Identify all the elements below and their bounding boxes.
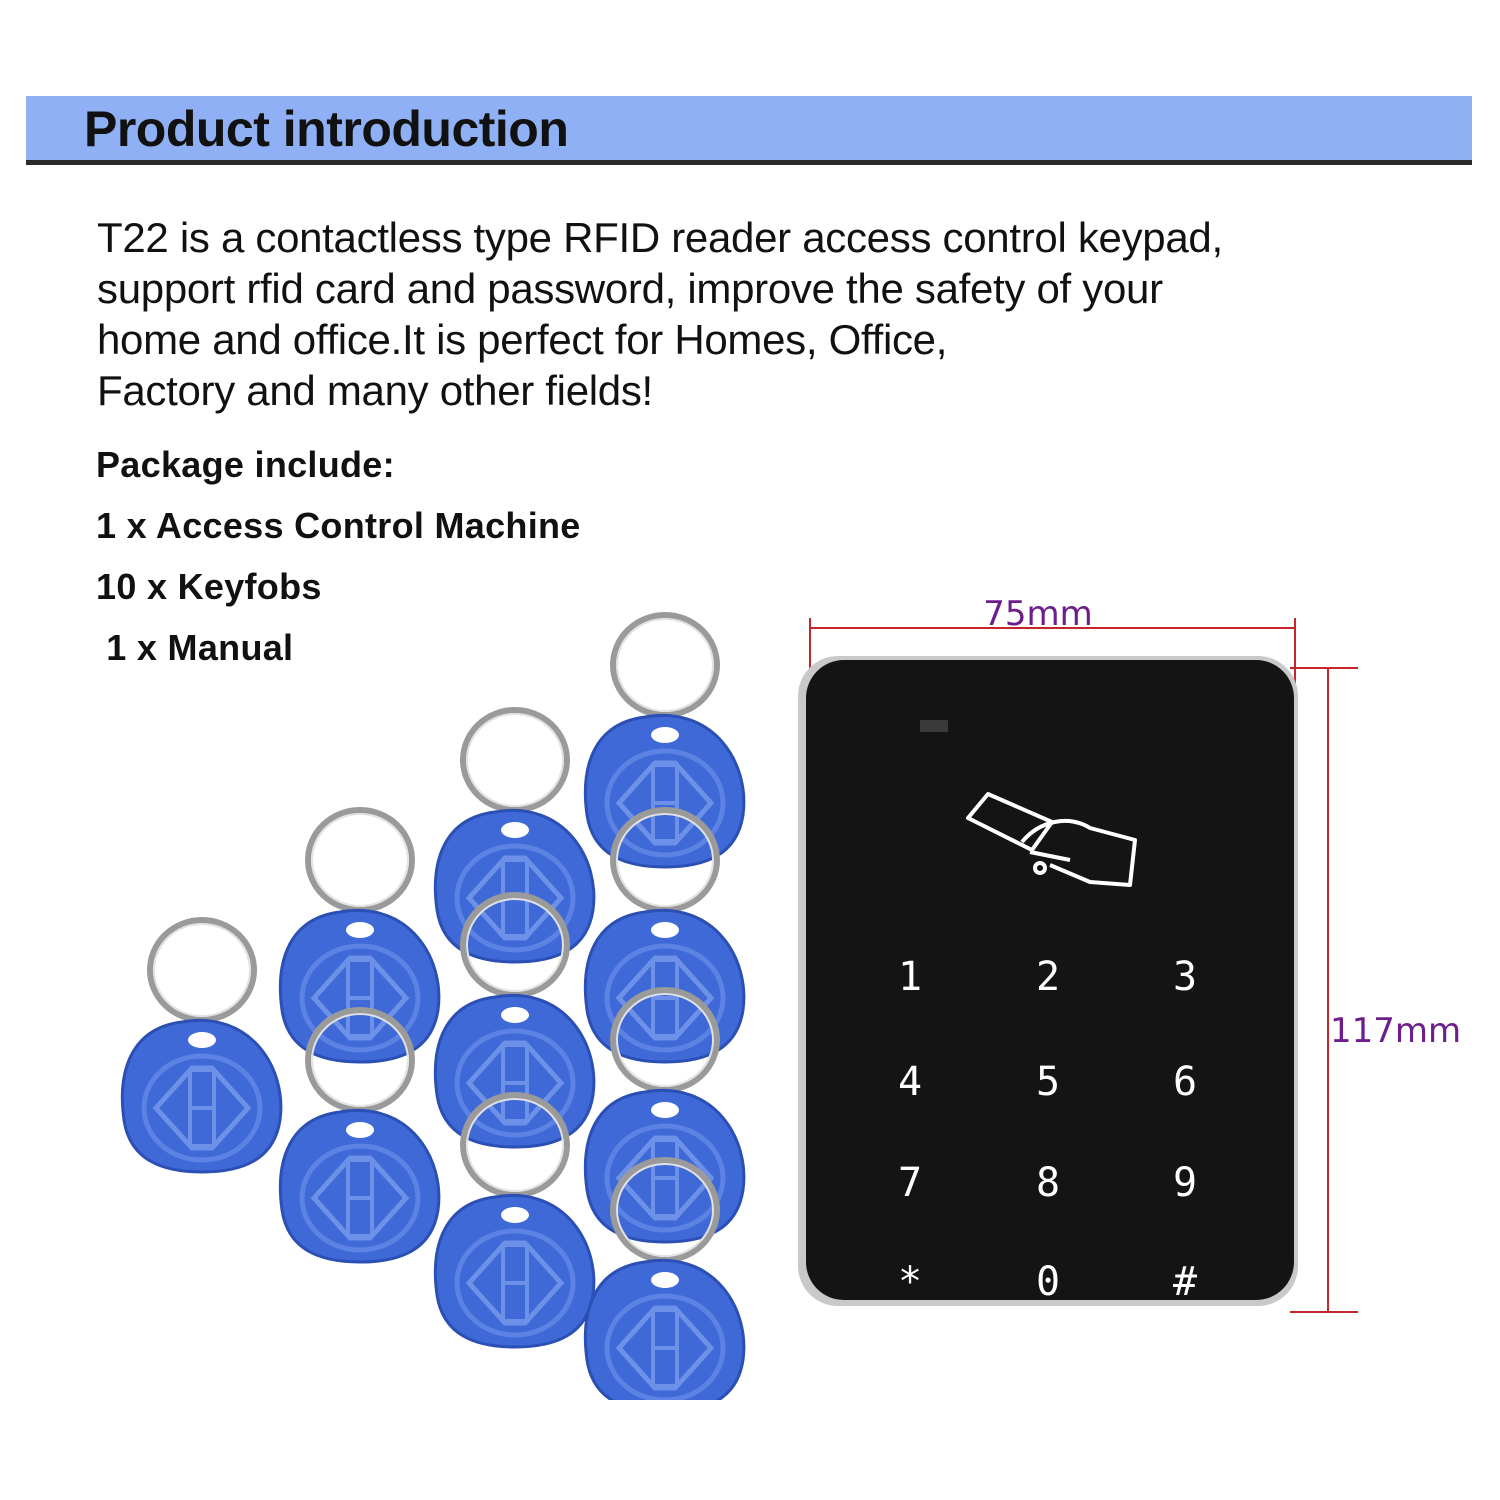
key-hash: # (1173, 1259, 1197, 1305)
key-3: 3 (1173, 954, 1197, 1000)
status-led (920, 720, 948, 732)
header-band: Product introduction (26, 96, 1472, 165)
key-2: 2 (1036, 954, 1060, 1000)
key-4: 4 (898, 1059, 922, 1105)
keyfob-group-illustration (110, 600, 760, 1400)
width-label: 75mm (983, 594, 1093, 634)
keyfob-icon (280, 810, 439, 1062)
key-0: 0 (1036, 1259, 1060, 1305)
key-8: 8 (1036, 1160, 1060, 1206)
package-heading: Package include: (96, 444, 395, 485)
keyfob-icon (122, 920, 281, 1172)
access-control-device: 75mm 117mm 1 2 3 4 5 6 7 8 9 * 0 # (798, 594, 1461, 1313)
card-reader-icon (966, 792, 1137, 887)
keypad: 1 2 3 4 5 6 7 8 9 * 0 # (898, 954, 1197, 1305)
key-1: 1 (898, 954, 922, 1000)
intro-paragraph: T22 is a contactless type RFID reader ac… (97, 214, 1223, 414)
device-panel (806, 660, 1294, 1300)
key-9: 9 (1173, 1160, 1197, 1206)
keyfob-icon (585, 615, 744, 867)
height-label: 117mm (1330, 1011, 1461, 1051)
key-5: 5 (1036, 1059, 1060, 1105)
keyfob-icon (435, 710, 594, 962)
package-item-machine: 1 x Access Control Machine (96, 505, 581, 546)
key-star: * (898, 1259, 922, 1305)
key-7: 7 (898, 1160, 922, 1206)
page-title: Product introduction (84, 101, 569, 157)
package-item-keyfobs: 10 x Keyfobs (96, 566, 322, 607)
key-6: 6 (1173, 1059, 1197, 1105)
package-item-manual: 1 x Manual (96, 627, 294, 668)
